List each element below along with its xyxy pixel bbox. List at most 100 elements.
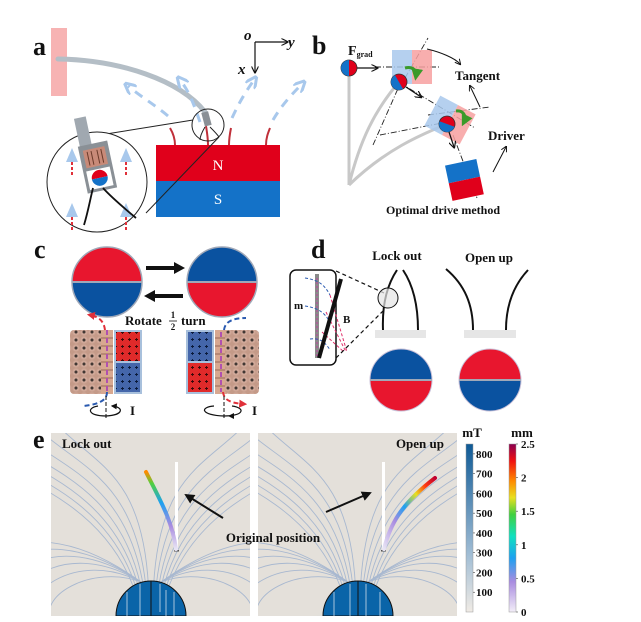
coordinate-axes: o y x — [237, 28, 295, 78]
simulation-open-up — [258, 433, 457, 616]
deflected-beam-right — [382, 476, 437, 551]
colorbar-field-tick-label: 600 — [476, 488, 493, 500]
field-lines-right — [258, 433, 457, 607]
field-line — [258, 555, 349, 583]
magnet-south — [156, 181, 280, 217]
rotation-arrow-2 — [455, 109, 473, 127]
rotation-arrow-1 — [404, 66, 424, 81]
field-line — [163, 476, 250, 587]
field-line — [258, 466, 349, 587]
axis-origin-label: o — [244, 28, 252, 44]
field-line — [51, 548, 142, 583]
field-line — [160, 555, 250, 583]
panel-b: b — [312, 31, 525, 217]
field-line — [365, 454, 457, 587]
field-line — [51, 492, 134, 587]
field-line — [51, 466, 142, 587]
magnet-disk-3 — [438, 115, 456, 133]
field-line — [367, 466, 457, 587]
force-arrow-3 — [448, 131, 454, 147]
open-up-label: Open up — [465, 250, 513, 265]
disk-right — [186, 246, 258, 318]
field-line — [51, 454, 144, 587]
fraction-denominator: 2 — [171, 322, 176, 332]
field-line — [166, 485, 250, 587]
zoom-source-circle — [191, 108, 225, 142]
field-line — [160, 569, 250, 583]
colorbar-field-tick-label: 500 — [476, 508, 493, 520]
inset-moment-field: m B — [289, 269, 351, 366]
field-line — [258, 542, 349, 583]
field-line — [51, 439, 147, 587]
field-line — [360, 433, 445, 587]
zoom-target-circle — [377, 287, 399, 309]
field-label: B — [343, 314, 351, 326]
original-position-beam-right — [382, 462, 385, 550]
cantilever-beam — [55, 56, 208, 115]
coil-assembly-right: I — [186, 317, 259, 420]
panel-c: c Rotate 1 2 turn — [34, 235, 259, 420]
panel-letter-c: c — [34, 235, 46, 264]
field-line — [51, 576, 142, 607]
field-line — [375, 493, 457, 587]
field-line — [258, 576, 349, 607]
lock-out-title: Lock out — [62, 436, 112, 451]
original-position-beam-left — [175, 462, 178, 550]
field-line — [160, 548, 250, 583]
disk-open-up — [458, 348, 522, 412]
field-stubs — [169, 125, 271, 146]
field-line — [51, 542, 142, 583]
field-lines — [128, 80, 302, 123]
disk-lock-out — [369, 348, 433, 412]
axis-x-label: x — [237, 62, 246, 78]
field-line — [367, 569, 457, 583]
colorbar-field-tick-label: 300 — [476, 548, 493, 560]
force-label: Fgrad — [348, 44, 373, 59]
field-line — [258, 454, 351, 587]
axis-y-label: y — [286, 35, 295, 51]
field-line — [258, 492, 341, 587]
field-line — [373, 485, 457, 587]
field-line — [367, 542, 457, 583]
field-line — [160, 542, 250, 583]
field-line — [367, 555, 457, 583]
current-label-right: I — [252, 403, 257, 418]
simulation-lock-out — [51, 433, 250, 616]
field-line — [258, 484, 343, 587]
field-line — [160, 576, 250, 605]
field-line — [51, 476, 139, 587]
lock-out-label: Lock out — [372, 248, 422, 263]
field-line — [158, 454, 250, 587]
moment-label: m — [294, 300, 303, 312]
zoom-detail-circle — [46, 116, 148, 233]
field-line — [160, 466, 250, 587]
panel-letter-e: e — [33, 425, 45, 454]
magnet-south-label: S — [214, 192, 222, 208]
field-line — [258, 476, 346, 587]
field-line — [51, 569, 142, 584]
colorbar-displacement-tick-label: 1.5 — [521, 506, 535, 518]
panel-letter-a: a — [33, 32, 46, 61]
colorbar-field-tick-label: 200 — [476, 567, 493, 579]
arrow-forward — [146, 262, 185, 274]
disk-left — [71, 246, 143, 318]
rotate-label: Rotate — [125, 313, 162, 328]
colorbar-field-tick-label: 400 — [476, 528, 493, 540]
colorbar-displacement-tick-label: 2 — [521, 473, 527, 485]
colorbar-field-tick-label: 700 — [476, 469, 493, 481]
field-line — [367, 562, 457, 583]
colorbar-displacement-unit: mm — [511, 425, 533, 440]
colorbar-displacement-tick-label: 0 — [521, 607, 527, 619]
panel-letter-d: d — [311, 235, 326, 264]
colorbar-displacement-tick-label: 0.5 — [521, 573, 535, 585]
field-line — [258, 439, 354, 587]
colorbar-displacement: mm 2.521.510.50 — [508, 425, 535, 619]
coil-assembly-left: I — [70, 312, 142, 420]
colorbar-displacement-tick-label: 1 — [521, 540, 527, 552]
deflected-beam-left — [144, 470, 178, 551]
field-line — [155, 440, 250, 587]
field-line — [51, 484, 136, 587]
turn-label: turn — [181, 313, 206, 328]
magnet-disk-2 — [390, 73, 408, 91]
